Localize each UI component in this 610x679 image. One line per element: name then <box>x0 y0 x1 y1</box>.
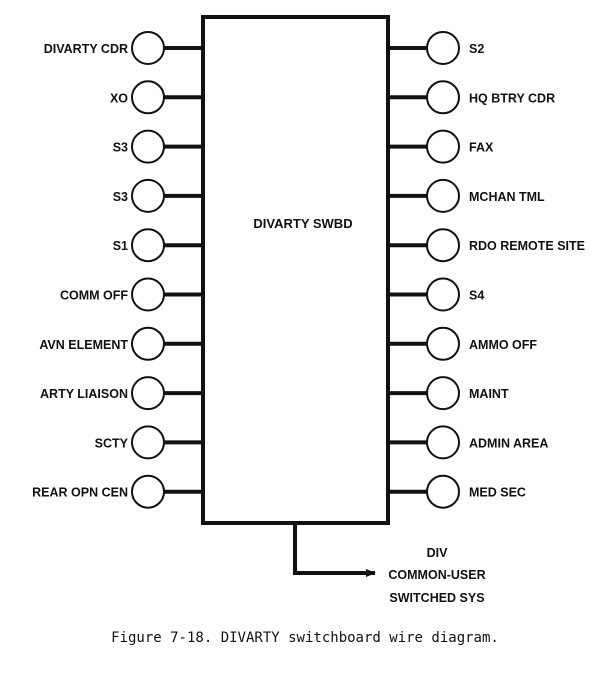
left-terminal-label: S1 <box>113 239 128 253</box>
right-terminal-label: S2 <box>469 42 484 56</box>
right-terminal-label: MED SEC <box>469 486 526 500</box>
output-label-line-2: COMMON-USER <box>388 568 485 582</box>
left-terminal-label: COMM OFF <box>60 289 128 303</box>
right-terminal-label: MAINT <box>469 387 509 401</box>
right-terminal-circle <box>426 80 460 115</box>
output-label-line-3: SWITCHED SYS <box>389 591 484 605</box>
right-terminal-circle <box>426 326 460 361</box>
right-terminal-label: S4 <box>469 289 484 303</box>
right-terminals: S2 HQ BTRY CDR FAX MCHAN TML RDO REMOTE SITE… <box>388 31 585 509</box>
left-terminal-circle <box>131 178 165 213</box>
right-terminal-label: RDO REMOTE SITE <box>469 239 585 253</box>
right-terminal-circle <box>426 31 460 65</box>
left-terminal-circle <box>131 425 165 460</box>
right-terminal-label: HQ BTRY CDR <box>469 91 555 105</box>
left-terminal-circle <box>131 474 165 509</box>
left-terminal-circle <box>131 31 165 65</box>
left-terminal-circle <box>131 326 165 361</box>
left-terminal-label: DIVARTY CDR <box>44 42 128 56</box>
left-terminal-label: S3 <box>113 141 128 155</box>
left-terminal-label: ARTY LIAISON <box>40 387 128 401</box>
left-terminal-label: S3 <box>113 190 128 204</box>
output-trunk-line <box>293 523 376 577</box>
right-terminal-label: AMMO OFF <box>469 338 537 352</box>
right-terminal-circle <box>426 277 460 312</box>
right-terminal-circle <box>426 425 460 460</box>
left-terminal-circle <box>131 277 165 312</box>
right-terminal-circle <box>426 129 460 164</box>
output-label-line-1: DIV <box>427 546 449 560</box>
left-terminal-label: SCTY <box>95 436 129 450</box>
right-terminal-circle <box>426 228 460 263</box>
right-terminal-circle <box>426 376 460 411</box>
switchboard-box <box>201 15 390 525</box>
left-terminal-label: AVN ELEMENT <box>39 338 128 352</box>
switchboard-label: DIVARTY SWBD <box>253 216 352 231</box>
left-terminal-circle <box>131 129 165 164</box>
right-terminal-circle <box>426 474 460 509</box>
left-terminal-circle <box>131 80 165 115</box>
left-terminal-circle <box>131 228 165 263</box>
right-terminal-label: ADMIN AREA <box>469 436 548 450</box>
left-terminal-circle <box>131 376 165 411</box>
figure-caption: Figure 7-18. DIVARTY switchboard wire di… <box>111 630 499 646</box>
right-terminal-label: MCHAN TML <box>469 190 545 204</box>
left-terminal-label: XO <box>110 91 128 105</box>
left-terminal-label: REAR OPN CEN <box>32 486 128 500</box>
right-terminal-label: FAX <box>469 141 494 155</box>
right-terminal-circle <box>426 178 460 213</box>
